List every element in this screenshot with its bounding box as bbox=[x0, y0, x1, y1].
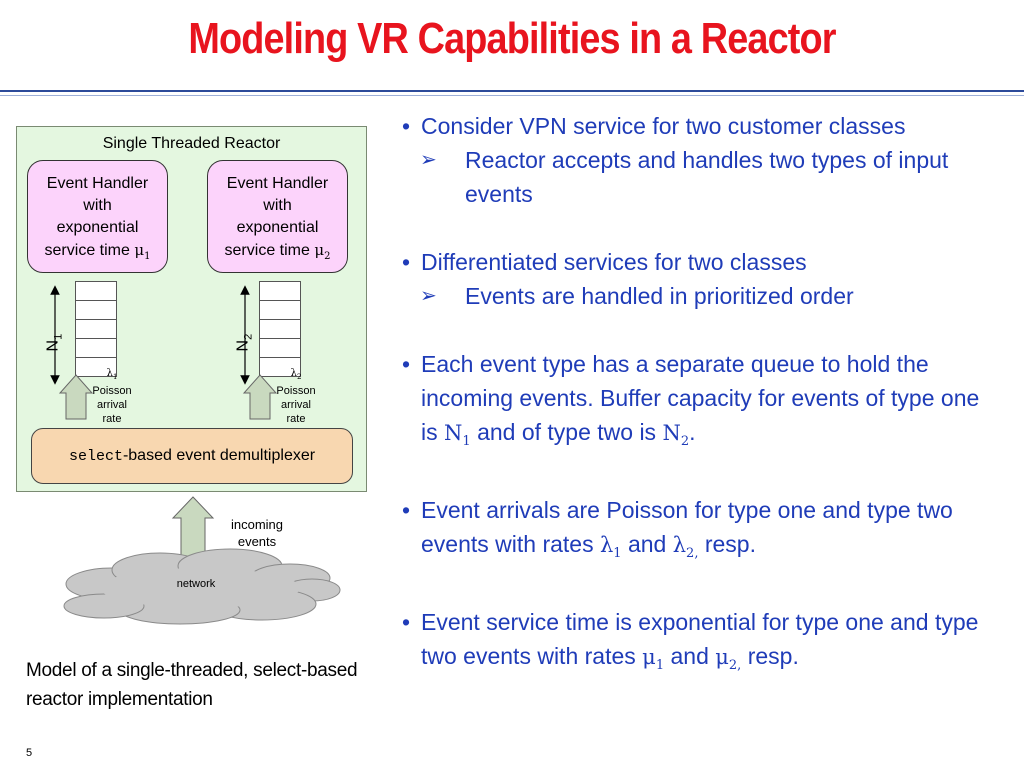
arrow-bullet-icon: ➢ bbox=[420, 149, 437, 171]
diagram-caption: Model of a single-threaded, select-based… bbox=[26, 660, 358, 710]
arrow-bullet-icon: ➢ bbox=[420, 285, 437, 307]
bullet-dot: • bbox=[402, 249, 411, 275]
sub-bullet-prioritized-order: ➢Events are handled in prioritized order bbox=[402, 279, 1002, 313]
lambda-2-symbol: λ bbox=[290, 368, 297, 379]
lambda-1-symbol: λ bbox=[106, 368, 113, 379]
mu-2-symbol: μ bbox=[314, 241, 325, 259]
network-label: network bbox=[176, 578, 216, 590]
incoming-events-arrow bbox=[171, 496, 215, 557]
handler-1-line4: service time μ1 bbox=[44, 241, 151, 262]
bullet-dot: • bbox=[402, 113, 411, 139]
event-demultiplexer: select-based event demultiplexer bbox=[31, 428, 353, 484]
bullet-dot: • bbox=[402, 609, 411, 636]
network-cloud bbox=[63, 548, 341, 625]
handler-2-line4: service time μ2 bbox=[224, 241, 331, 262]
sub-bullet-two-event-types: ➢Reactor accepts and handles two types o… bbox=[402, 143, 1002, 211]
bullet-vpn-service: •Consider VPN service for two customer c… bbox=[402, 109, 1002, 143]
bullet-poisson-arrivals: •Event arrivals are Poisson for type one… bbox=[402, 493, 1002, 571]
handler-1-line1: Event Handler bbox=[46, 175, 149, 192]
bullet-dot: • bbox=[402, 351, 411, 377]
handler-2-line3: exponential bbox=[236, 219, 319, 236]
single-threaded-reactor: Single Threaded Reactor Event Handler wi… bbox=[16, 126, 367, 492]
bullet-dot: • bbox=[402, 497, 411, 524]
arrival-rate-1: λ1 Poisson arrival rate bbox=[92, 368, 132, 425]
arrival-arrow-2 bbox=[242, 374, 278, 420]
mu-1-symbol: μ bbox=[134, 241, 145, 259]
select-code: select bbox=[68, 448, 123, 465]
handler-2-line2: with bbox=[263, 197, 292, 214]
event-handler-1: Event Handler with exponential service t… bbox=[27, 160, 168, 273]
event-queue-1 bbox=[75, 281, 117, 377]
event-queue-2 bbox=[259, 281, 301, 377]
event-handler-2: Event Handler with exponential service t… bbox=[207, 160, 348, 273]
slide-title: Modeling VR Capabilities in a Reactor bbox=[188, 14, 836, 63]
page-number: 5 bbox=[26, 747, 33, 759]
reactor-label: Single Threaded Reactor bbox=[102, 135, 281, 152]
incoming-events-label: incoming events bbox=[230, 517, 284, 549]
bullet-exponential-service: •Event service time is exponential for t… bbox=[402, 605, 1002, 683]
bullet-separate-queue: •Each event type has a separate queue to… bbox=[402, 347, 1002, 459]
handler-1-line3: exponential bbox=[56, 219, 139, 236]
handler-2-line1: Event Handler bbox=[226, 175, 329, 192]
title-divider-thin bbox=[0, 95, 1024, 96]
bullet-differentiated-services: •Differentiated services for two classes bbox=[402, 245, 1002, 279]
arrival-rate-2: λ2 Poisson arrival rate bbox=[276, 368, 316, 425]
bullet-list: •Consider VPN service for two customer c… bbox=[402, 109, 1002, 684]
title-divider bbox=[0, 90, 1024, 92]
arrival-arrow-1 bbox=[58, 374, 94, 420]
handler-1-line2: with bbox=[83, 197, 112, 214]
